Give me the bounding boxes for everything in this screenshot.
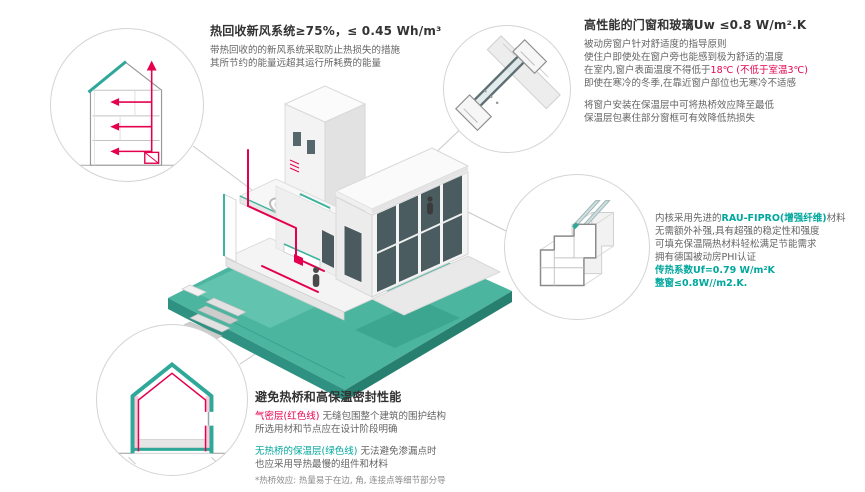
heat-recovery-desc-line-2: 其所节约的能量远超其运行所耗费的能量 bbox=[210, 58, 382, 69]
profile-uf-value: 传热系数Uf=0.79 W/m²K bbox=[655, 265, 775, 276]
windows-text-block: 高性能的门窗和玻璃Uw ≤0.8 W/m².K 被动房窗户针对舒适度的指导原则 … bbox=[584, 16, 862, 125]
insulation-section-detail-circle bbox=[96, 324, 248, 476]
heat-recovery-detail-circle bbox=[50, 28, 204, 182]
thermal-text-block: 避免热桥和高保温密封性能 气密层(红色线) 无缝包围整个建筑的围护结构 所选用材… bbox=[255, 388, 565, 487]
insulation-layer-rest: 无法避免渗漏点时 bbox=[357, 446, 437, 457]
window-corner-detail-circle bbox=[443, 25, 571, 153]
profile-desc-line-2: 无需额外补强,具有超强的稳定性和强度 bbox=[655, 226, 820, 237]
thermal-insulation-line: 无热桥的保温层(绿色线) 无法避免渗漏点时 bbox=[255, 445, 565, 458]
thermal-title: 避免热桥和高保温密封性能 bbox=[255, 390, 402, 404]
windows-desc-line-2: 使住户即使处在窗户旁也能感到极为舒适的温度 bbox=[584, 52, 784, 63]
windows-title: 高性能的门窗和玻璃Uw ≤0.8 W/m².K bbox=[584, 18, 807, 32]
windows-desc-line-3: 在室内,窗户表面温度不得低于18℃ (不低于室温3℃) bbox=[584, 64, 862, 77]
window-profile-detail-circle bbox=[504, 174, 650, 320]
windows-desc-line-6: 保温层包裹住部分窗框可有效降低热损失 bbox=[584, 113, 756, 124]
window-corner-section-drawing bbox=[454, 35, 561, 132]
heat-recovery-text-block: 热回收新风系统≥75%，≤ 0.45 Wh/m³ 带热回收的的新风系统采取防止热… bbox=[210, 22, 480, 70]
person-figure bbox=[312, 267, 320, 287]
profile-desc-line-4: 拥有德国被动房PHI认证 bbox=[655, 252, 757, 263]
profile-material-highlight: RAU-FIPRO(增强纤维) bbox=[721, 213, 827, 224]
windows-desc-line-4: 即使在寒冷的冬季,在靠近窗户部位也无寒冷不适感 bbox=[584, 78, 797, 89]
windows-desc-line-1: 被动房窗户针对舒适度的指导原则 bbox=[584, 39, 727, 50]
glass-wing bbox=[334, 147, 470, 298]
profile-uw-value: 整窗≤0.8W//m2.K. bbox=[655, 278, 748, 289]
thermal-desc-line-2: 所选用材和节点应在设计阶段明确 bbox=[255, 424, 398, 435]
insulated-house-section-drawing bbox=[110, 361, 236, 465]
profile-desc-line-3: 可填充保温隔热材料轻松满足节能需求 bbox=[655, 239, 817, 250]
windows-desc-line-5: 将窗户安装在保温层中可将热桥效应降至最低 bbox=[584, 100, 775, 111]
airtight-layer-label: 气密层(红色线) bbox=[255, 411, 320, 422]
person-figure bbox=[427, 196, 433, 215]
heat-recovery-title: 热回收新风系统≥75%，≤ 0.45 Wh/m³ bbox=[210, 24, 442, 38]
airtight-layer-rest: 无缝包围整个建筑的围护结构 bbox=[319, 411, 446, 422]
profile-desc-line-1: 内核采用先进的RAU-FIPRO(增强纤维)材料 bbox=[655, 212, 863, 225]
profile-line1-prefix: 内核采用先进的 bbox=[655, 213, 722, 224]
thermal-desc-line-4: 也应采用导热最慢的组件和材料 bbox=[255, 459, 389, 470]
window-profile-3d-drawing bbox=[539, 200, 614, 287]
thermal-footnote: *热桥效应: 热量易于在边, 角, 连接点等细节部分导 bbox=[255, 476, 446, 486]
cutaway-ground-floor bbox=[223, 185, 390, 321]
profile-text-block: 内核采用先进的RAU-FIPRO(增强纤维)材料 无需额外补强,具有超强的稳定性… bbox=[655, 212, 863, 290]
windows-line3-prefix: 在室内,窗户表面温度不得低于 bbox=[584, 65, 711, 76]
thermal-airtight-line: 气密层(红色线) 无缝包围整个建筑的围护结构 bbox=[255, 410, 565, 423]
ventilation-ducts bbox=[247, 149, 325, 293]
house-section-ventilation-drawing bbox=[78, 60, 176, 166]
windows-temperature-highlight: 18℃ (不低于室温3℃) bbox=[710, 65, 808, 76]
heat-recovery-desc-line-1: 带热回收的的新风系统采取防止热损失的措施 bbox=[210, 45, 401, 56]
profile-line1-suffix: 材料 bbox=[826, 213, 846, 224]
insulation-layer-label: 无热桥的保温层(绿色线) bbox=[255, 446, 358, 457]
